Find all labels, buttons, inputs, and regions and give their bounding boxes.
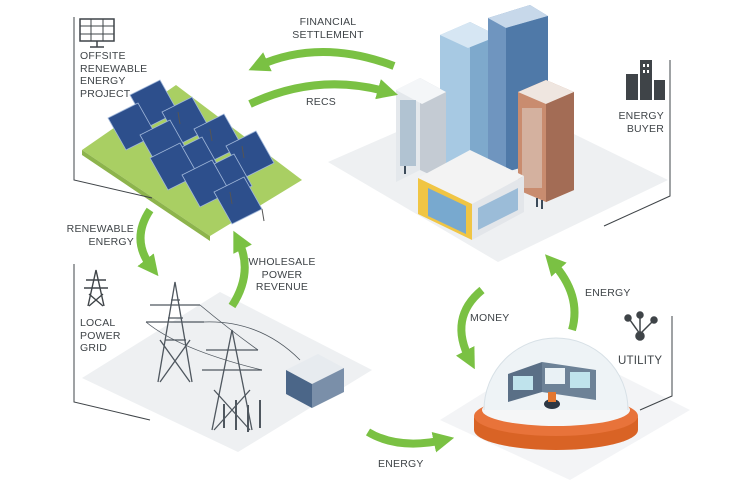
arrow-money [455,286,485,370]
label-wholesale-power-revenue: WHOLESALE POWER REVENUE [248,256,316,293]
arrow-recs [248,79,399,108]
battery-box [286,354,344,408]
buyer-buildings [396,5,574,240]
ground-tile-grid [82,292,372,452]
arrow-energy-to-utility [365,428,455,453]
label-energy-to-buyer: ENERGY [585,287,631,299]
flow-arrows [136,48,579,453]
label-renewable-energy: RENEWABLE ENERGY [66,223,134,248]
label-local-power-grid: LOCAL POWER GRID [80,317,121,354]
label-offsite-project: OFFSITE RENEWABLE ENERGY PROJECT [80,50,148,100]
label-financial-settlement: FINANCIAL SETTLEMENT [292,16,364,41]
solar-panel-rows [107,79,275,225]
solar-farm-grass-edge [82,150,210,241]
label-utility: UTILITY [618,355,663,367]
label-money: MONEY [470,312,510,324]
solar-farm [82,79,302,241]
arrow-energy-to-buyer [545,254,579,332]
arrow-renewable-energy [136,207,159,277]
network-node-icon [624,311,658,341]
solar-panel-icon [79,18,115,48]
leader-lines [73,17,673,421]
arrow-financial-settlement [248,48,396,72]
label-energy-to-utility: ENERGY [378,458,424,470]
label-energy-buyer: ENERGY BUYER [618,110,664,135]
utility-control-room [474,337,638,450]
label-recs: RECs [306,96,336,108]
arrow-wholesale-revenue [228,230,252,309]
transmission-tower-icon [84,269,108,307]
city-buildings-icon [626,60,665,100]
transmission-towers [145,281,301,432]
